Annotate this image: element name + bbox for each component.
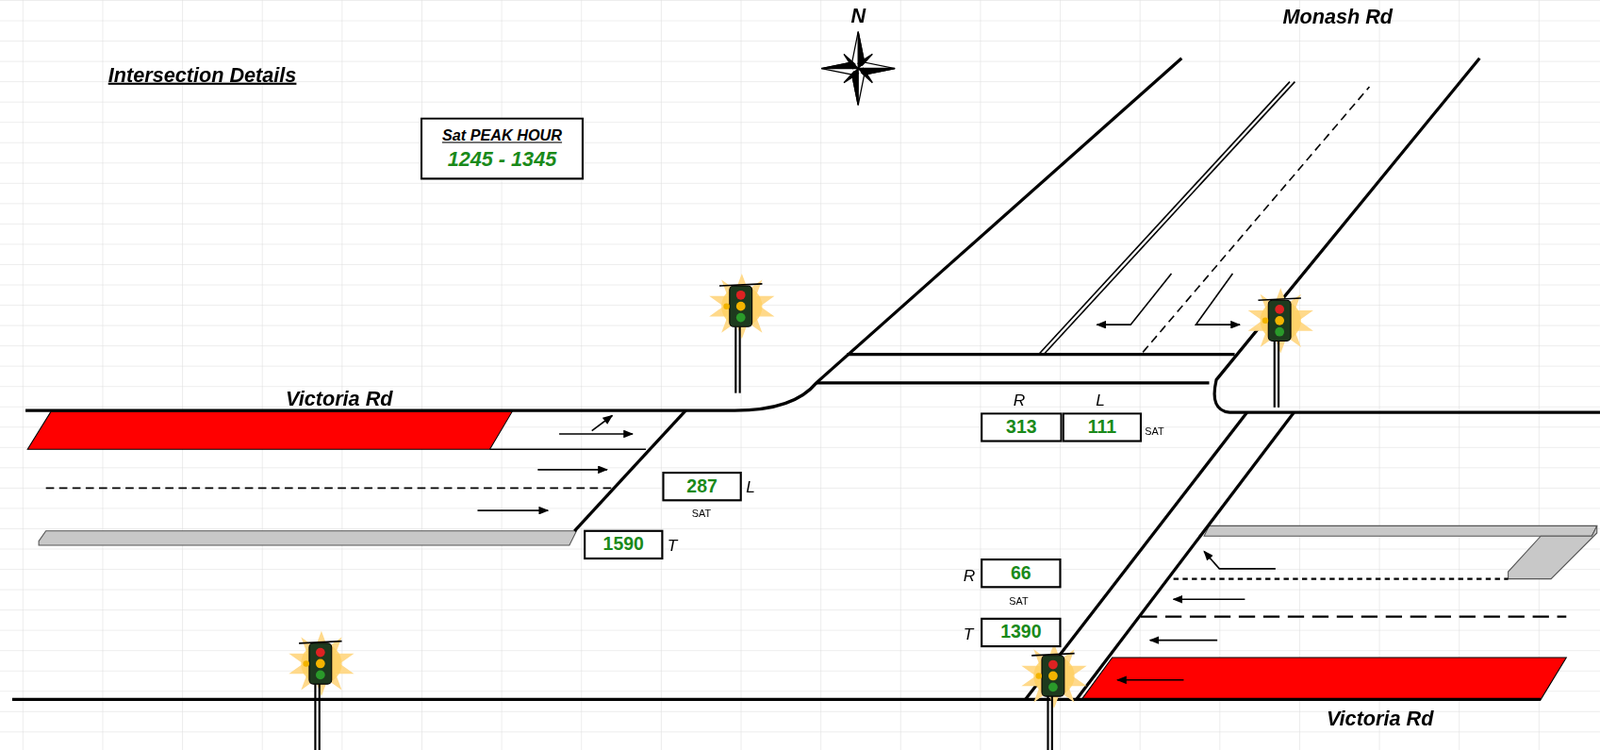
- movement-letter: R: [1013, 391, 1026, 410]
- north-arrow-label: N: [851, 3, 867, 28]
- volume-box: 1590: [583, 529, 663, 560]
- sat-label: SAT: [692, 507, 711, 519]
- volume-number: 287: [686, 475, 718, 497]
- volume-number: 66: [1010, 561, 1032, 584]
- volume-box: 111: [1062, 412, 1142, 442]
- peak-hour-box: Sat PEAK HOUR 1245 - 1345: [420, 116, 584, 180]
- road-name: Victoria Rd: [1326, 707, 1434, 731]
- movement-letter: L: [745, 478, 756, 496]
- volume-box: 66: [980, 558, 1061, 588]
- volume-box: 313: [980, 412, 1063, 442]
- volume-box: 1390: [980, 617, 1061, 647]
- sat-label: SAT: [1144, 425, 1164, 437]
- volume-number: 111: [1088, 416, 1117, 439]
- movement-letter: L: [1095, 391, 1106, 410]
- road-name: Victoria Rd: [285, 386, 393, 411]
- box-heading: Sat PEAK HOUR: [442, 126, 562, 144]
- volume-number: 1390: [1000, 621, 1041, 644]
- movement-letter: T: [963, 624, 974, 643]
- movement-letter: T: [667, 536, 678, 555]
- movement-letter: R: [963, 566, 976, 585]
- volume-number: 313: [1006, 416, 1038, 439]
- time-range: 1245 - 1345: [447, 147, 558, 171]
- diagram-title: Intersection Details: [108, 63, 297, 87]
- road-name: Monash Rd: [1282, 4, 1393, 29]
- volume-box: 287: [661, 471, 742, 501]
- volume-number: 1590: [603, 533, 644, 556]
- sat-label: SAT: [1008, 594, 1028, 607]
